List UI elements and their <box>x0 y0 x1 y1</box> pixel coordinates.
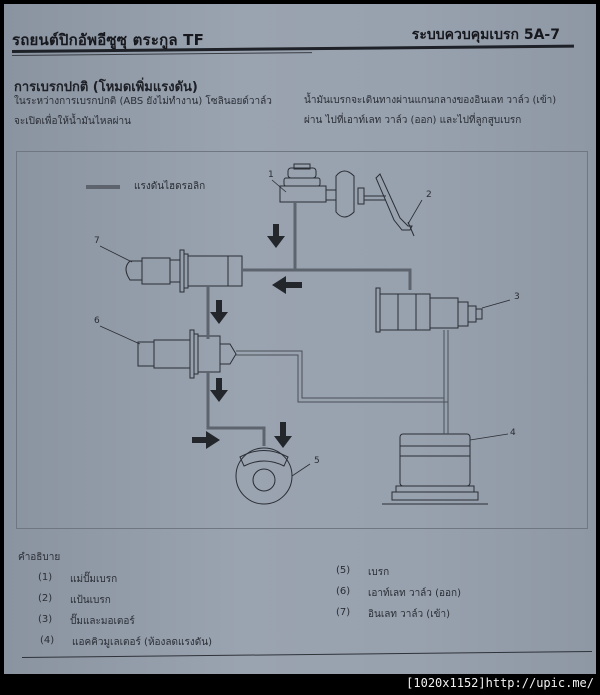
section-title: การเบรกปกติ (โหมดเพิ่มแรงดัน) <box>14 80 198 95</box>
description-item: (6) เอาท์เลท วาล์ว (ออก) <box>336 586 461 599</box>
paragraph-left: ในระหว่างการเบรกปกติ (ABS ยังไม่ทำงาน) โ… <box>14 96 272 127</box>
callout-4: 4 <box>510 428 516 438</box>
callout-5: 5 <box>314 456 320 466</box>
callout-1: 1 <box>268 170 274 180</box>
description-item: (1) แม่ปั๊มเบรก <box>38 572 118 585</box>
arrow-down-icon <box>267 224 285 248</box>
arrow-down-icon <box>274 422 292 448</box>
callout-7: 7 <box>94 236 100 246</box>
description-item: (4) แอคคิวมูเลเตอร์ (ห้องลดแรงดัน) <box>40 635 212 648</box>
description-item: (3) ปั๊มและมอเตอร์ <box>38 614 135 627</box>
header-right-title: ระบบควบคุมเบรก 5A-7 <box>411 27 560 43</box>
description-item: (5) เบรก <box>336 565 390 578</box>
manual-page: รถยนต์ปิกอัพอีซูซุ ตระกูล TF ระบบควบคุมเ… <box>4 4 596 674</box>
legend-label: แรงดันไฮดรอลิก <box>134 181 206 192</box>
legend-pressure-line <box>86 184 120 189</box>
arrow-down-icon <box>210 378 228 402</box>
accumulator-icon <box>382 433 488 505</box>
description-title: คำอธิบาย <box>18 552 61 563</box>
diagram-legend: แรงดันไฮดรอลิก <box>86 179 205 194</box>
callout-leaders <box>99 179 511 477</box>
inlet-valve-icon <box>125 249 243 293</box>
pump-motor-icon <box>375 287 483 333</box>
description-item: (2) แป้นเบรก <box>38 593 111 606</box>
page-background <box>4 4 596 674</box>
description-item: (7) อินเลท วาล์ว (เข้า) <box>336 607 450 620</box>
master-cylinder-icon <box>279 163 415 237</box>
header-left-title: รถยนต์ปิกอัพอีซูซุ ตระกูล TF <box>12 31 205 49</box>
callout-6: 6 <box>94 316 100 326</box>
brake-hydraulic-diagram <box>99 163 511 505</box>
arrow-right-icon <box>192 431 220 449</box>
arrow-down-icon <box>210 300 228 324</box>
arrow-left-icon <box>272 276 302 294</box>
pressure-lines <box>206 202 412 446</box>
callout-3: 3 <box>514 292 520 302</box>
diagram-frame <box>16 151 588 529</box>
paragraph-right: น้ำมันเบรกจะเดินทางผ่านแกนกลางของอินเลท … <box>304 95 557 126</box>
outlet-valve-icon <box>137 329 237 379</box>
brake-disc-icon <box>235 447 293 505</box>
return-lines <box>236 330 449 434</box>
flow-arrows <box>192 224 302 449</box>
watermark: [1020x1152]http://upic.me/ <box>406 676 594 690</box>
callout-2: 2 <box>426 190 432 200</box>
